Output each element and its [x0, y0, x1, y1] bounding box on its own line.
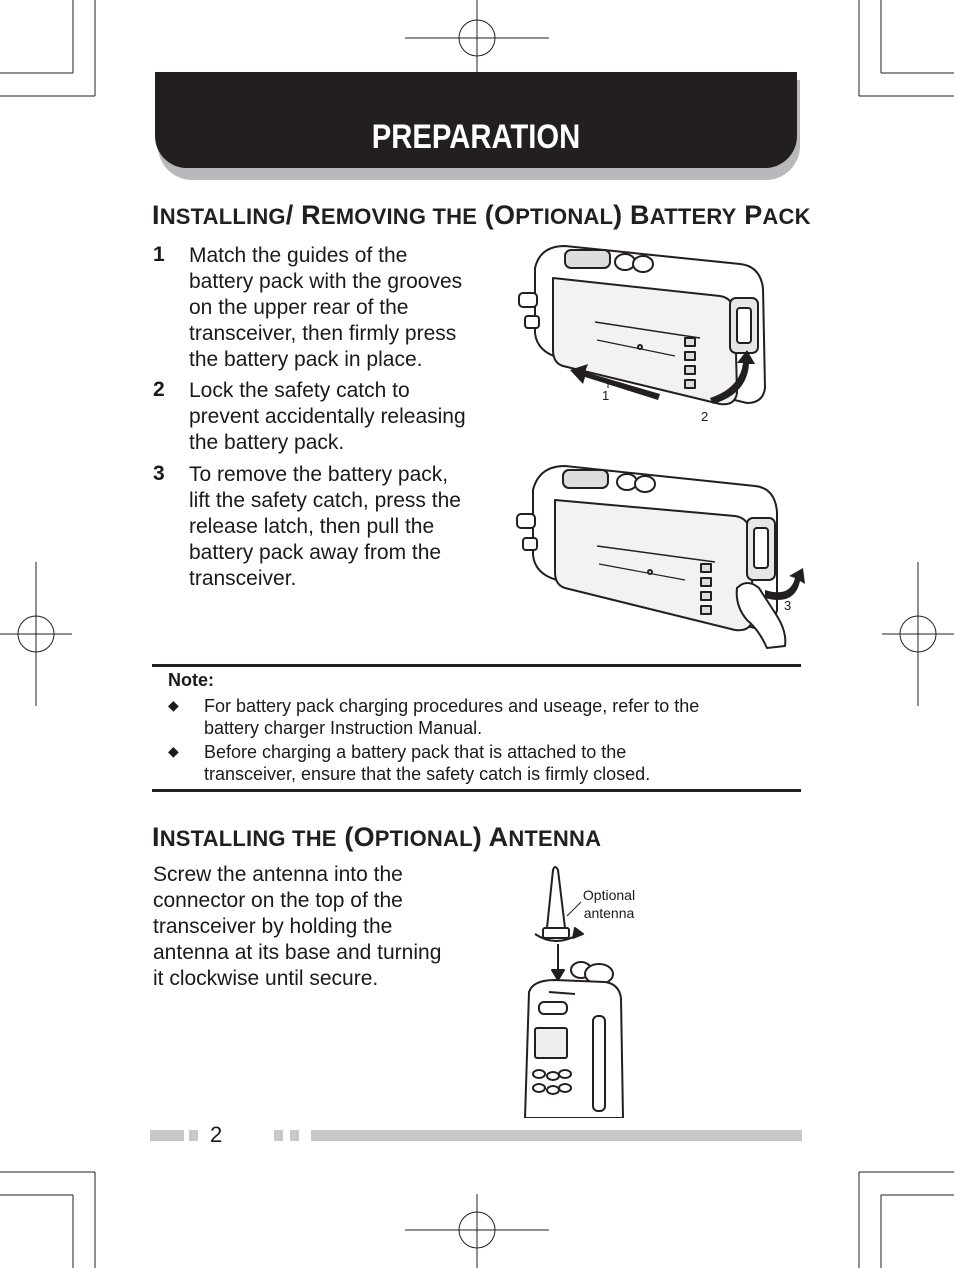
optional-antenna-label: Optional antenna — [582, 887, 636, 921]
page-title: PREPARATION — [371, 118, 581, 156]
note-bottom-rule — [152, 789, 801, 792]
section-heading-antenna: INSTALLING THE (OPTIONAL) ANTENNA — [152, 822, 602, 852]
note-label: Note: — [168, 670, 214, 690]
bullet-diamond-icon: ◆ — [168, 743, 179, 759]
footer-bar — [150, 1130, 184, 1141]
callout-2: 2 — [701, 409, 709, 424]
footer-bar — [290, 1130, 299, 1141]
footer-bar — [274, 1130, 283, 1141]
footer-bar — [189, 1130, 198, 1141]
antenna-paragraph: Screw the antenna into the connector on … — [153, 863, 442, 990]
section-heading-battery: INSTALLING/ REMOVING THE (OPTIONAL) BATT… — [152, 200, 811, 230]
step-text: Lock the safety catch to prevent acciden… — [189, 379, 466, 454]
note-item: Before charging a battery pack that is a… — [204, 742, 651, 784]
note-item: For battery pack charging procedures and… — [204, 696, 700, 738]
step-number: 1 — [153, 243, 165, 266]
note-top-rule — [152, 664, 801, 667]
antenna-illustration — [524, 866, 624, 1118]
footer-bar — [311, 1130, 802, 1141]
step-text: To remove the battery pack, lift the saf… — [189, 463, 461, 590]
callout-1: 1 — [602, 388, 610, 403]
header-banner — [155, 72, 797, 168]
bullet-diamond-icon: ◆ — [168, 697, 179, 713]
callout-3: 3 — [784, 598, 792, 613]
battery-install-illustration — [518, 245, 766, 406]
battery-remove-illustration — [516, 465, 805, 649]
step-number: 2 — [153, 378, 165, 401]
step-text: Match the guides of the battery pack wit… — [189, 244, 463, 371]
step-number: 3 — [153, 462, 165, 485]
page-number: 2 — [210, 1122, 223, 1147]
